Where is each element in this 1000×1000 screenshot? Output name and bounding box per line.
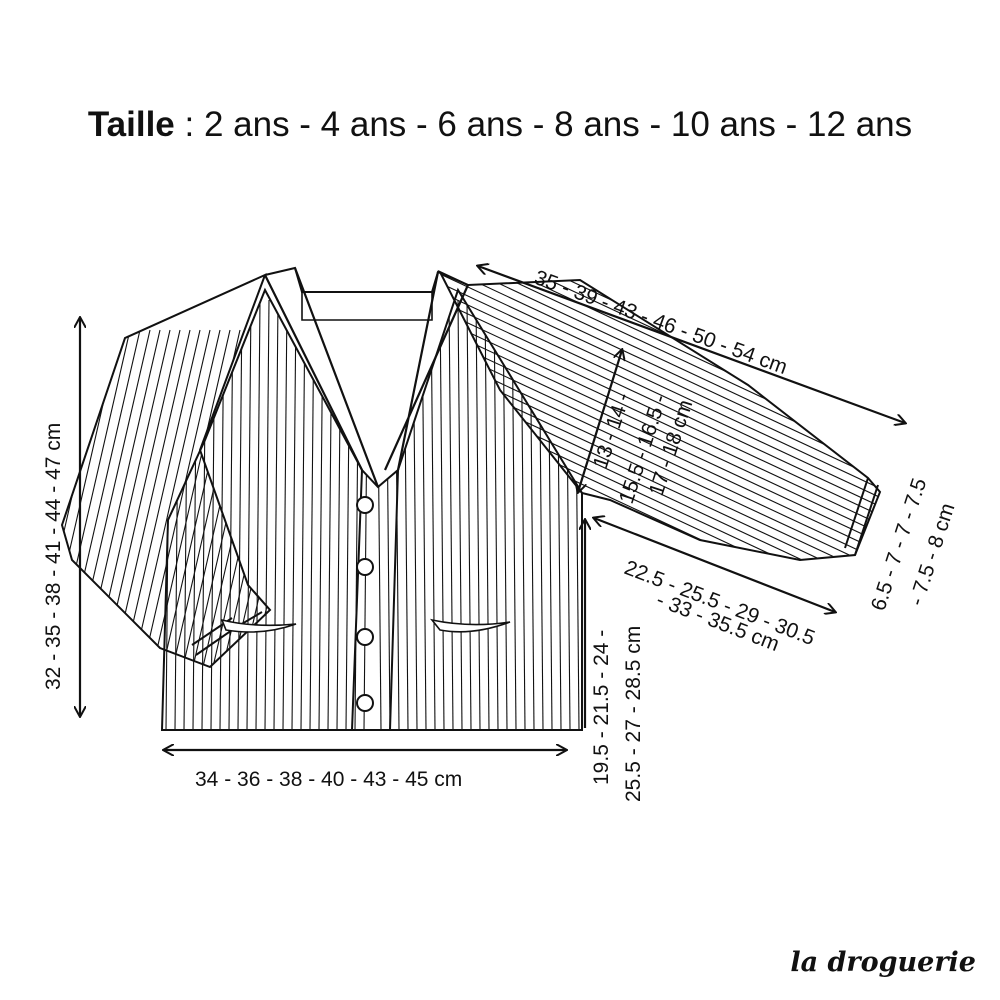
button-band — [351, 469, 399, 731]
rib-line — [237, 299, 243, 730]
rib-line — [440, 58, 890, 268]
rib-line — [300, 299, 306, 730]
rib-line — [239, 329, 270, 667]
rib-line — [421, 299, 427, 730]
right-pocket — [429, 618, 511, 633]
left-pocket — [220, 618, 297, 633]
rib-line — [0, 330, 30, 680]
button-1 — [356, 496, 374, 514]
front-band — [264, 267, 470, 488]
rib-line — [493, 299, 499, 730]
rib-line — [109, 329, 191, 667]
button-3 — [356, 628, 374, 646]
rib-line — [440, 272, 880, 458]
rib-line — [440, 272, 880, 305]
buttons — [356, 496, 374, 712]
chest-arrow — [594, 518, 835, 612]
rib-line — [440, 272, 880, 341]
rib-line — [0, 330, 40, 680]
rib-line — [440, 272, 880, 287]
rib-line — [129, 329, 211, 667]
rib-line — [511, 299, 517, 730]
body-rib-lines — [165, 299, 580, 730]
armhole-arrow — [578, 350, 622, 492]
side-label-1: 19.5 - 21.5 - 24 - — [590, 630, 613, 785]
rib-line — [412, 299, 418, 730]
rib-line — [336, 299, 342, 730]
rib-line — [547, 299, 553, 730]
total-length-label: 32 - 35 - 38 - 41 - 44 - 47 cm — [42, 423, 65, 690]
rib-line — [89, 329, 171, 667]
rib-line — [457, 299, 463, 730]
rib-line — [119, 329, 201, 667]
rib-line — [440, 272, 880, 323]
right-cuff-edge — [844, 477, 879, 556]
rib-line — [440, 272, 880, 296]
rib-line — [273, 299, 279, 730]
rib-line — [291, 299, 297, 730]
rib-line — [440, 272, 880, 314]
rib-line — [440, 272, 880, 395]
rib-line — [354, 299, 360, 730]
rib-line — [229, 329, 270, 667]
rib-line — [520, 299, 526, 730]
rib-line — [529, 299, 535, 730]
rib-line — [466, 299, 472, 730]
rib-line — [538, 299, 544, 730]
button-4 — [356, 694, 374, 712]
width-label: 34 - 36 - 38 - 40 - 43 - 45 cm — [195, 768, 462, 791]
rib-line — [403, 299, 409, 730]
rib-line — [139, 329, 221, 667]
chest-label-1: 22.5 - 25.5 - 29 - 30.5 — [621, 556, 818, 650]
back-neck — [264, 266, 469, 293]
rib-line — [0, 330, 20, 680]
rib-line — [264, 299, 270, 730]
rib-line — [565, 299, 571, 730]
rib-line — [318, 299, 324, 730]
left-sleeve — [60, 273, 272, 669]
rib-line — [192, 299, 198, 730]
rib-line — [363, 299, 369, 730]
rib-line — [440, 272, 880, 386]
size-title: Taille : 2 ans - 4 ans - 6 ans - 8 ans -… — [87, 105, 913, 144]
rib-line — [439, 299, 445, 730]
body — [160, 287, 583, 731]
brand-logo: la droguerie — [790, 947, 976, 978]
rib-line — [246, 299, 252, 730]
rib-line — [255, 299, 261, 730]
rib-line — [440, 272, 880, 377]
rib-line — [376, 299, 382, 730]
sleeve-length-arrow — [478, 266, 905, 423]
dimension-arrows — [80, 266, 905, 750]
rib-line — [149, 329, 231, 667]
rib-line — [448, 299, 454, 730]
rib-line — [440, 40, 890, 250]
side-label-2: 25.5 - 27 - 28.5 cm — [622, 626, 645, 802]
rib-line — [440, 272, 880, 413]
rib-line — [174, 299, 180, 730]
rib-line — [79, 329, 161, 667]
rib-line — [282, 299, 288, 730]
button-2 — [356, 558, 374, 576]
rib-line — [62, 329, 141, 667]
rib-line — [440, 49, 890, 259]
rib-line — [345, 299, 351, 730]
rib-line — [440, 272, 880, 278]
rib-line — [310, 330, 390, 680]
size-list: 2 ans - 4 ans - 6 ans - 8 ans - 10 ans -… — [203, 105, 913, 144]
rib-line — [440, 272, 880, 332]
neck-band-inner — [301, 292, 433, 321]
dimension-labels: 35 - 39 - 43 - 46 - 50 - 54 cm 13 - 14 -… — [42, 266, 960, 802]
size-label: Taille — [87, 105, 175, 144]
rib-line — [385, 299, 391, 730]
rib-line — [0, 330, 10, 680]
rib-line — [475, 299, 481, 730]
